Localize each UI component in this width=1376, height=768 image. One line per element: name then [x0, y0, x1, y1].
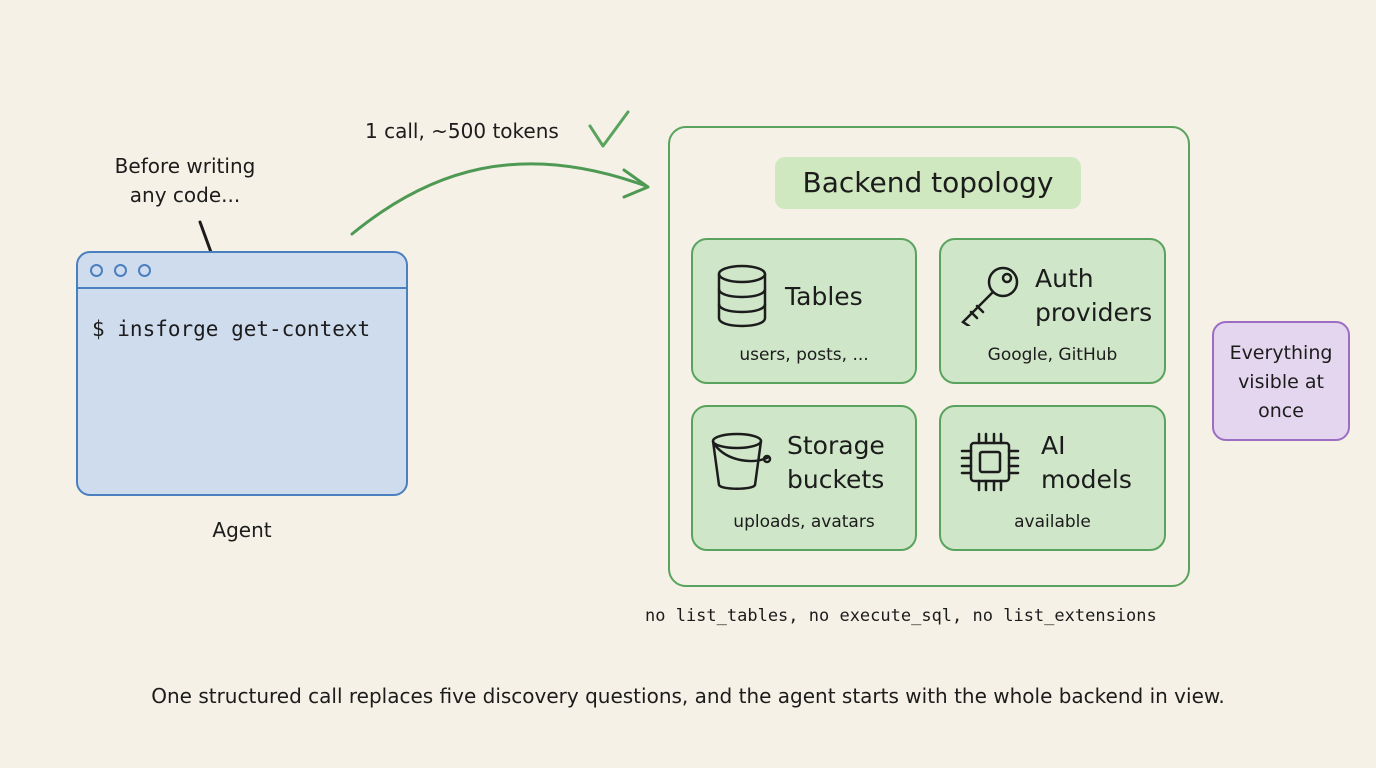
card-auth: Auth providers Google, GitHub [939, 238, 1166, 384]
annotation-line-2: any code... [129, 183, 241, 207]
card-title-auth-line2: providers [1035, 298, 1153, 327]
card-title-storage-line2: buckets [787, 465, 885, 494]
chip-icon [960, 432, 1020, 492]
card-subtitle-tables: users, posts, ... [739, 345, 869, 365]
terminal-title-bar [78, 253, 406, 289]
check-icon [588, 110, 630, 148]
annotation-note: Before writing any code... [100, 152, 270, 210]
terminal-label: Agent [212, 518, 272, 542]
key-icon [961, 266, 1019, 326]
card-storage: Storage buckets uploads, avatars [691, 405, 917, 551]
annotation-line-1: Before writing [114, 154, 256, 178]
topology-title: Backend topology [775, 157, 1081, 209]
card-subtitle-auth: Google, GitHub [987, 345, 1118, 365]
database-icon [717, 264, 767, 328]
flow-arrow [350, 162, 648, 236]
everything-visible-callout: Everything visible at once [1212, 321, 1350, 441]
card-tables: Tables users, posts, ... [691, 238, 917, 384]
card-subtitle-storage: uploads, avatars [733, 512, 875, 532]
card-ai-models: AI models available [939, 405, 1166, 551]
callout-line-3: once [1258, 400, 1304, 422]
card-title-tables: Tables [785, 282, 863, 311]
footnote: no list_tables, no execute_sql, no list_… [645, 606, 1157, 626]
callout-line-1: Everything [1229, 342, 1333, 364]
callout-line-2: visible at [1238, 371, 1324, 393]
card-title-storage-line1: Storage [787, 431, 885, 460]
flow-arrow-head [622, 168, 650, 199]
card-title-auth-line1: Auth [1035, 264, 1094, 293]
arrow-label: 1 call, ~500 tokens [365, 119, 559, 143]
window-dot-icon [138, 264, 151, 277]
agent-terminal-window: $ insforge get-context [76, 251, 408, 496]
card-subtitle-ai: available [1014, 512, 1091, 532]
card-title-ai-line1: AI [1041, 431, 1066, 460]
bottom-caption: One structured call replaces five discov… [151, 684, 1225, 708]
backend-topology-container [668, 126, 1190, 587]
bucket-icon [711, 432, 772, 490]
window-dot-icon [90, 264, 103, 277]
window-dot-icon [114, 264, 127, 277]
terminal-command: $ insforge get-context [92, 317, 371, 341]
card-title-ai-line2: models [1041, 465, 1132, 494]
